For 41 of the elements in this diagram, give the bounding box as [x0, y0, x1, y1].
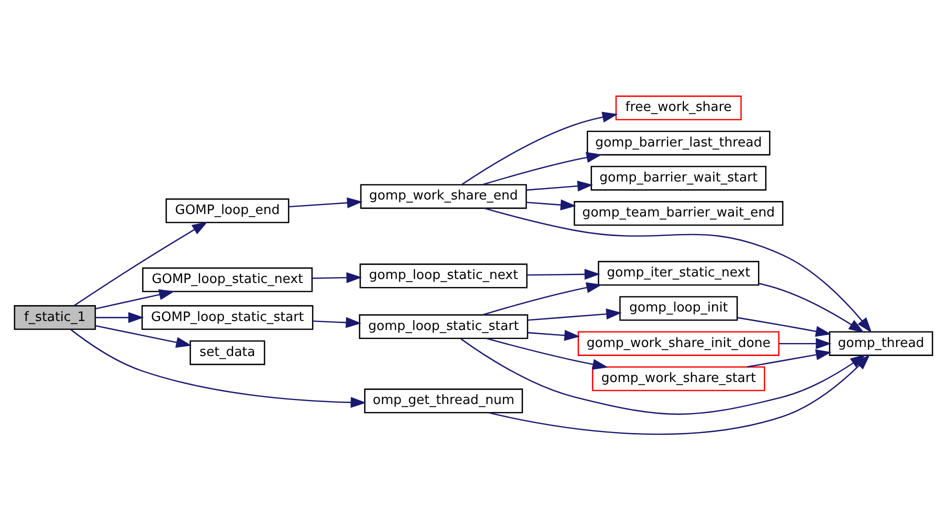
arrow	[737, 316, 832, 336]
arrow	[527, 268, 600, 280]
arrow	[96, 312, 144, 323]
arrow	[526, 180, 594, 192]
arrow	[482, 282, 602, 315]
node-box: omp_get_thread_num	[364, 388, 523, 413]
arrow	[486, 337, 608, 370]
arrow	[526, 198, 576, 210]
node-box: gomp_loop_static_start	[358, 314, 528, 339]
node-box: gomp_loop_static_next	[360, 263, 528, 288]
arrow	[70, 328, 366, 408]
node-box: gomp_team_barrier_wait_end	[574, 200, 784, 226]
node-box: gomp_work_share_start	[592, 366, 766, 391]
arrow	[74, 221, 208, 306]
node-box: gomp_loop_init	[619, 296, 738, 320]
arrow	[288, 196, 363, 208]
arrow	[746, 348, 832, 368]
arrow	[313, 316, 362, 328]
node-box: f_static_1	[14, 304, 96, 330]
node-box: GOMP_loop_static_next	[142, 266, 313, 292]
node-box: gomp_thread	[828, 330, 934, 356]
arrow	[484, 207, 872, 332]
node-box: GOMP_loop_end	[166, 198, 290, 223]
arrow	[482, 152, 602, 185]
node-box: set_data	[190, 340, 266, 365]
node-box: GOMP_loop_static_start	[141, 304, 314, 330]
arrow	[95, 324, 192, 348]
node-box: gomp_barrier_wait_start	[590, 165, 766, 190]
arrow	[462, 111, 618, 185]
arrow	[779, 338, 832, 349]
node-box: gomp_work_share_end	[360, 184, 527, 208]
node-box: free_work_share	[615, 95, 742, 120]
arrow	[528, 308, 622, 320]
arrow	[312, 272, 362, 283]
arrow	[460, 338, 866, 414]
arrow	[759, 282, 864, 332]
node-box: gomp_work_share_init_done	[578, 330, 780, 356]
node-box: gomp_iter_static_next	[598, 260, 760, 286]
node-box: gomp_barrier_last_thread	[586, 130, 770, 155]
arrow	[528, 329, 580, 340]
arrow	[95, 288, 175, 309]
